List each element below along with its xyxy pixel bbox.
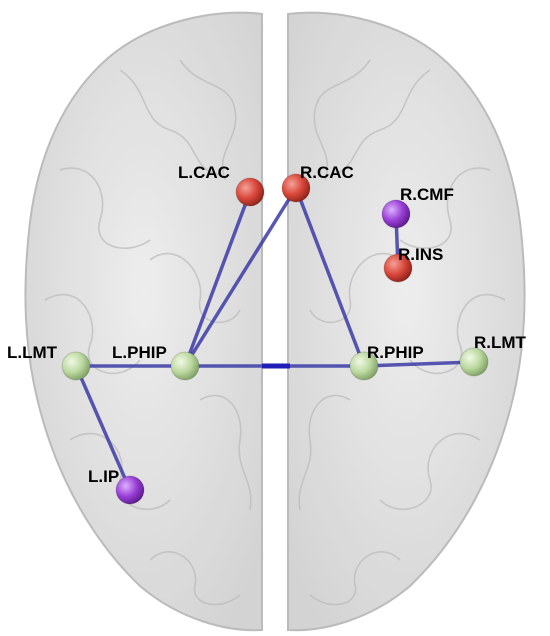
node-lphip bbox=[170, 351, 200, 381]
label-rlmt: R.LMT bbox=[474, 333, 527, 352]
node-rlmt bbox=[459, 347, 489, 377]
label-lcac: L.CAC bbox=[178, 163, 230, 182]
label-rins: R.INS bbox=[398, 245, 443, 264]
region-labels: L.CAC R.CAC R.CMF R.INS L.LMT L.PHIP R.PHIP R.L… bbox=[7, 163, 527, 486]
edge-rcac-lphip bbox=[183, 186, 298, 368]
edge-lcac-lphip bbox=[183, 190, 252, 368]
node-rcac bbox=[281, 173, 311, 203]
node-rcmf bbox=[381, 199, 411, 229]
label-lip: L.IP bbox=[88, 467, 119, 486]
brain-outline bbox=[24, 11, 526, 632]
edge-llmt-lip bbox=[74, 364, 132, 492]
label-rcac: R.CAC bbox=[300, 163, 354, 182]
label-rcmf: R.CMF bbox=[400, 185, 454, 204]
brain-gyri bbox=[44, 59, 506, 606]
node-rins bbox=[383, 253, 413, 283]
node-lcac bbox=[235, 177, 265, 207]
edge-rcac-rphip bbox=[294, 186, 366, 368]
node-llmt bbox=[61, 351, 91, 381]
node-lip bbox=[115, 475, 145, 505]
label-lphip: L.PHIP bbox=[112, 343, 167, 362]
label-llmt: L.LMT bbox=[7, 343, 58, 362]
edge-rphip-rlmt bbox=[362, 360, 476, 368]
brain-regions bbox=[61, 173, 489, 505]
node-rphip bbox=[349, 351, 379, 381]
label-rphip: R.PHIP bbox=[367, 343, 424, 362]
